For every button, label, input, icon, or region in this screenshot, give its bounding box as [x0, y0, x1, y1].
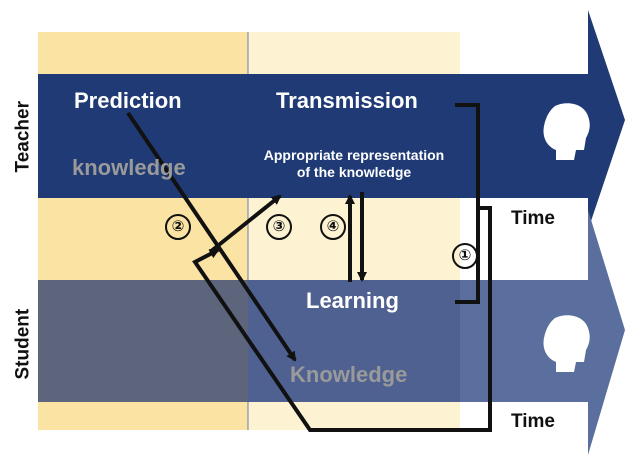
representation-label: Appropriate representation of the knowle…: [246, 147, 462, 181]
learning-label: Learning: [306, 288, 399, 313]
student-band-left-shade: [38, 280, 248, 402]
representation-line-2: of the knowledge: [296, 164, 412, 180]
teacher-knowledge-label: knowledge: [72, 155, 186, 180]
student-row-label: Student: [12, 308, 34, 380]
teacher-row-label: Teacher: [12, 101, 34, 173]
arrow-prediction-to-knowledge: [126, 111, 297, 362]
bracket-transmission-learning: [455, 103, 480, 304]
step-marker-1: ①: [452, 243, 478, 269]
representation-line-1: Appropriate representation: [263, 147, 445, 163]
step-marker-3: ③: [266, 214, 292, 240]
teacher-time-label: Time: [511, 208, 556, 229]
transmission-label: Transmission: [276, 88, 418, 113]
loop-time-path: [192, 206, 492, 432]
student-knowledge-label: Knowledge: [290, 362, 408, 387]
arrow-to-representation: [208, 194, 282, 254]
teacher-head-icon: [543, 103, 590, 160]
step-marker-2: ②: [165, 214, 191, 240]
student-time-gap: [460, 402, 588, 430]
step-marker-4: ④: [320, 214, 346, 240]
prediction-label: Prediction: [74, 88, 182, 113]
student-time-label: Time: [511, 411, 556, 432]
student-head-icon: [543, 315, 590, 372]
teacher-time-gap: [460, 198, 588, 280]
